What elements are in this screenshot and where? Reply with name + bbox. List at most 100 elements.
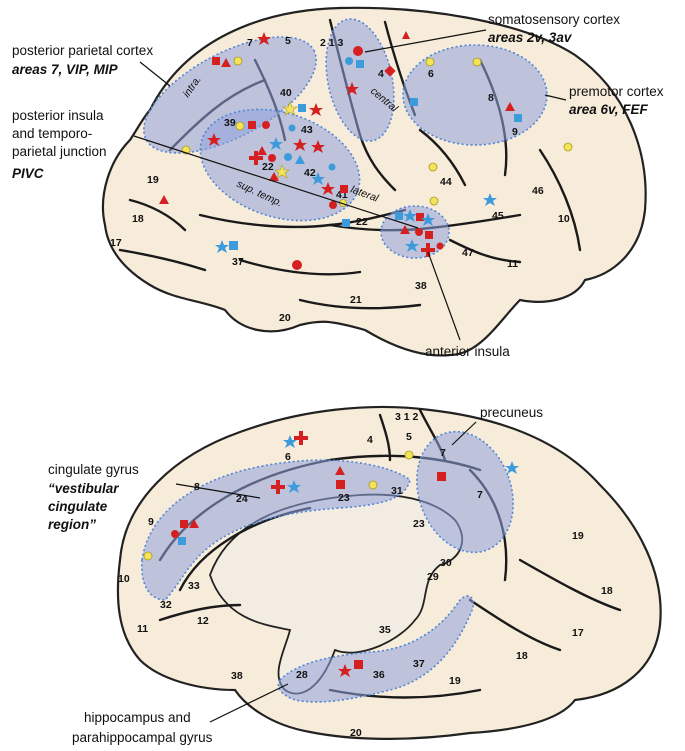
lateral-brain-view: intra. central sup. temp. lateral 7 5 2 … [12,8,664,359]
area-19-upper: 19 [572,530,584,542]
marker-red-square [425,231,433,239]
area-18: 18 [132,213,144,225]
area-2-1-3: 2 1 3 [320,37,344,49]
callout-somatosensory-areas: areas 2v, 3av [488,30,573,45]
marker-red-square [336,480,345,489]
marker-blue-square [298,104,306,112]
callout-insula-line2: and temporo- [12,126,92,141]
marker-yellow-circle [429,163,437,171]
marker-yellow-circle [426,58,434,66]
callout-insula-line1: posterior insula [12,108,104,123]
marker-blue-square [342,219,350,227]
area-47: 47 [462,247,474,259]
area-37: 37 [232,256,244,268]
leader-parietal [140,62,170,86]
area-23-lower: 23 [413,518,425,530]
marker-red-circle [329,201,337,209]
callout-precuneus: precuneus [480,405,543,420]
area-30: 30 [440,557,452,569]
area-46: 46 [532,185,544,197]
area-10: 10 [118,573,130,585]
area-23-upper: 23 [338,492,350,504]
area-4: 4 [378,68,384,80]
area-7: 7 [247,37,253,49]
area-19-lower: 19 [449,675,461,687]
marker-red-circle [353,46,363,56]
marker-red-square [340,185,348,193]
marker-red-circle [171,530,179,538]
callout-anterior-insula: anterior insula [425,344,510,359]
area-8: 8 [488,92,494,104]
area-7-upper: 7 [440,447,446,459]
callout-cingulate-q3: region” [48,517,96,532]
marker-yellow-circle [144,552,152,560]
area-11: 11 [507,258,518,270]
area-9: 9 [148,516,154,528]
area-18-lower: 18 [516,650,528,662]
callout-hippo-line2: parahippocampal gyrus [72,730,213,745]
marker-blue-circle [289,125,296,132]
area-20: 20 [350,727,362,739]
area-22-upper: 22 [262,161,274,173]
area-5: 5 [285,35,291,47]
area-38: 38 [415,280,427,292]
marker-yellow-circle [430,197,438,205]
area-45: 45 [492,210,504,222]
marker-blue-square [356,60,364,68]
area-11: 11 [137,623,148,635]
marker-red-circle [415,228,423,236]
area-17: 17 [572,627,584,639]
area-36: 36 [373,669,385,681]
area-39: 39 [224,117,236,129]
marker-red-square [248,121,256,129]
marker-yellow-circle [405,451,413,459]
area-37: 37 [413,658,425,670]
area-6: 6 [285,451,291,463]
marker-blue-square [178,537,186,545]
area-33: 33 [188,580,200,592]
area-10: 10 [558,213,570,225]
marker-yellow-circle [564,143,572,151]
marker-blue-square [410,98,418,106]
marker-red-square [212,57,220,65]
marker-yellow-circle [236,122,244,130]
area-18-upper: 18 [601,585,613,597]
callout-hippo-line1: hippocampus and [84,710,191,725]
callout-cingulate-title: cingulate gyrus [48,462,139,477]
marker-yellow-circle [369,481,377,489]
callout-parietal-areas: areas 7, VIP, MIP [12,62,119,77]
area-38: 38 [231,670,243,682]
marker-red-circle [437,243,444,250]
callout-premotor-title: premotor cortex [569,84,664,99]
marker-red-circle [262,121,270,129]
marker-blue-square [514,114,522,122]
area-7-lower: 7 [477,489,483,501]
callout-insula-areas: PIVC [12,166,44,181]
area-44: 44 [440,176,452,188]
area-19: 19 [147,174,159,186]
marker-yellow-circle [473,58,481,66]
area-43: 43 [301,124,313,136]
callout-somatosensory-title: somatosensory cortex [488,12,620,27]
area-5: 5 [406,431,412,443]
callout-cingulate-q2: cingulate [48,499,108,514]
medial-brain-view: 3 1 2 4 5 6 7 7 8 24 23 31 23 19 9 10 32… [48,405,661,745]
area-22-lower: 22 [356,216,368,228]
marker-blue-circle [345,57,353,65]
marker-red-square [180,520,188,528]
callout-parietal-title: posterior parietal cortex [12,43,153,58]
area-3-1-2: 3 1 2 [395,411,419,423]
marker-red-square [354,660,363,669]
marker-blue-circle [284,153,292,161]
callout-premotor-areas: area 6v, FEF [569,102,649,117]
area-35: 35 [379,624,391,636]
area-21: 21 [350,294,362,306]
area-6: 6 [428,68,434,80]
area-31: 31 [391,485,403,497]
area-40: 40 [280,87,292,99]
area-4: 4 [367,434,373,446]
area-12: 12 [197,615,209,627]
marker-blue-square [395,212,403,220]
area-29: 29 [427,571,439,583]
